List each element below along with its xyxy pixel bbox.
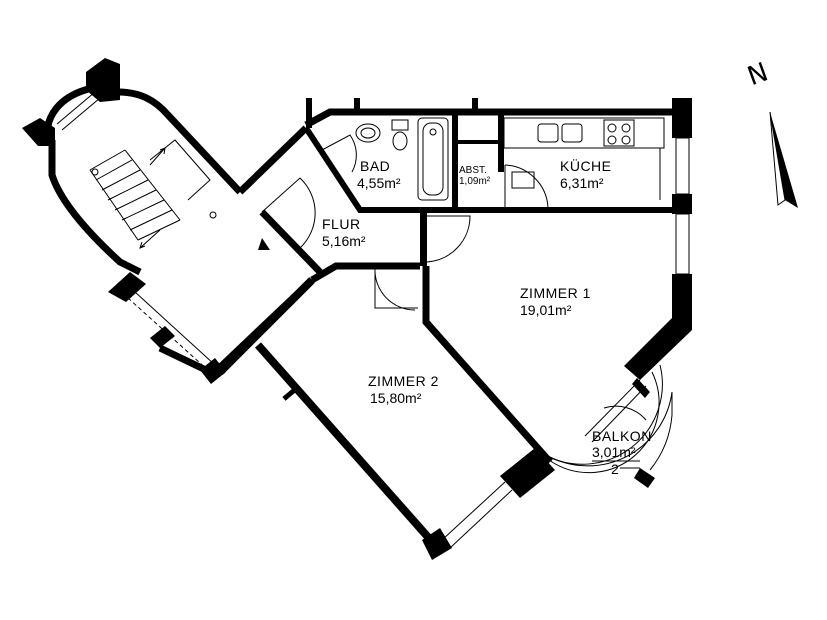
kitchen-window	[675, 137, 690, 195]
wall-ne-corner	[672, 98, 692, 138]
room-area-kueche: 6,31m²	[560, 175, 604, 191]
wall-se-pier	[500, 448, 555, 498]
compass-arrow-icon	[770, 112, 798, 208]
toilet-tank	[391, 119, 409, 131]
room-name-flur: FLUR	[322, 216, 361, 232]
wall-east-pier	[672, 194, 692, 214]
kitchen-sink-2	[561, 123, 583, 143]
wall-sw-corner	[422, 528, 452, 560]
balcony-post	[634, 468, 655, 488]
wall-east-lower	[624, 274, 692, 380]
room-name-balkon: BALKON	[592, 428, 652, 444]
wall-stub-z2	[282, 387, 297, 401]
fixtures	[355, 117, 665, 201]
north-arrow: N	[744, 57, 798, 208]
room-name-kueche: KÜCHE	[560, 157, 612, 174]
room-area-bad: 4,55m²	[357, 175, 401, 191]
balcony	[544, 364, 673, 488]
room-labels: BAD 4,55m² ABST. 1,09m² KÜCHE 6,31m² FLU…	[322, 157, 652, 477]
doors	[258, 134, 549, 311]
room-note-balkon: 2	[611, 461, 619, 477]
wall-abst-kueche	[498, 112, 504, 172]
outer-walls	[217, 98, 692, 560]
room-area-zimmer2: 15,80m²	[370, 390, 422, 406]
wall-stub-3	[472, 98, 478, 114]
wall-stub-2	[354, 98, 360, 114]
kitchen-sink-1	[537, 123, 559, 143]
stairwell	[22, 58, 315, 384]
room-area-flur: 5,16m²	[322, 233, 366, 249]
stair-pillar-left	[22, 118, 55, 146]
stair-pillar-top	[86, 58, 120, 102]
stove	[603, 119, 635, 147]
room-area-zimmer1: 19,01m²	[520, 302, 572, 318]
bathtub	[417, 117, 449, 201]
compass-label: N	[744, 57, 773, 92]
stair-pillar-bottom	[108, 272, 146, 302]
abst-shelf	[458, 140, 498, 144]
stair-steps	[89, 139, 217, 249]
room-area-balkon: 3,01m²	[592, 444, 636, 460]
sink-bad	[355, 123, 381, 143]
wall-bad-abst	[452, 112, 458, 210]
room-name-zimmer1: ZIMMER 1	[520, 285, 591, 301]
entry-arrow	[258, 238, 270, 250]
balcony-door-jamb	[632, 378, 650, 398]
interior-walls	[259, 112, 672, 465]
room-name-zimmer2: ZIMMER 2	[368, 373, 439, 389]
toilet-bowl	[392, 131, 408, 151]
stair-pillar-mid	[150, 326, 175, 348]
zimmer1-window	[675, 213, 690, 275]
kitchen-counter	[503, 117, 665, 149]
room-area-abst: 1,09m²	[459, 176, 491, 187]
wall-stub-1	[306, 98, 312, 128]
room-name-abst: ABST.	[459, 165, 487, 176]
room-name-bad: BAD	[360, 158, 390, 174]
